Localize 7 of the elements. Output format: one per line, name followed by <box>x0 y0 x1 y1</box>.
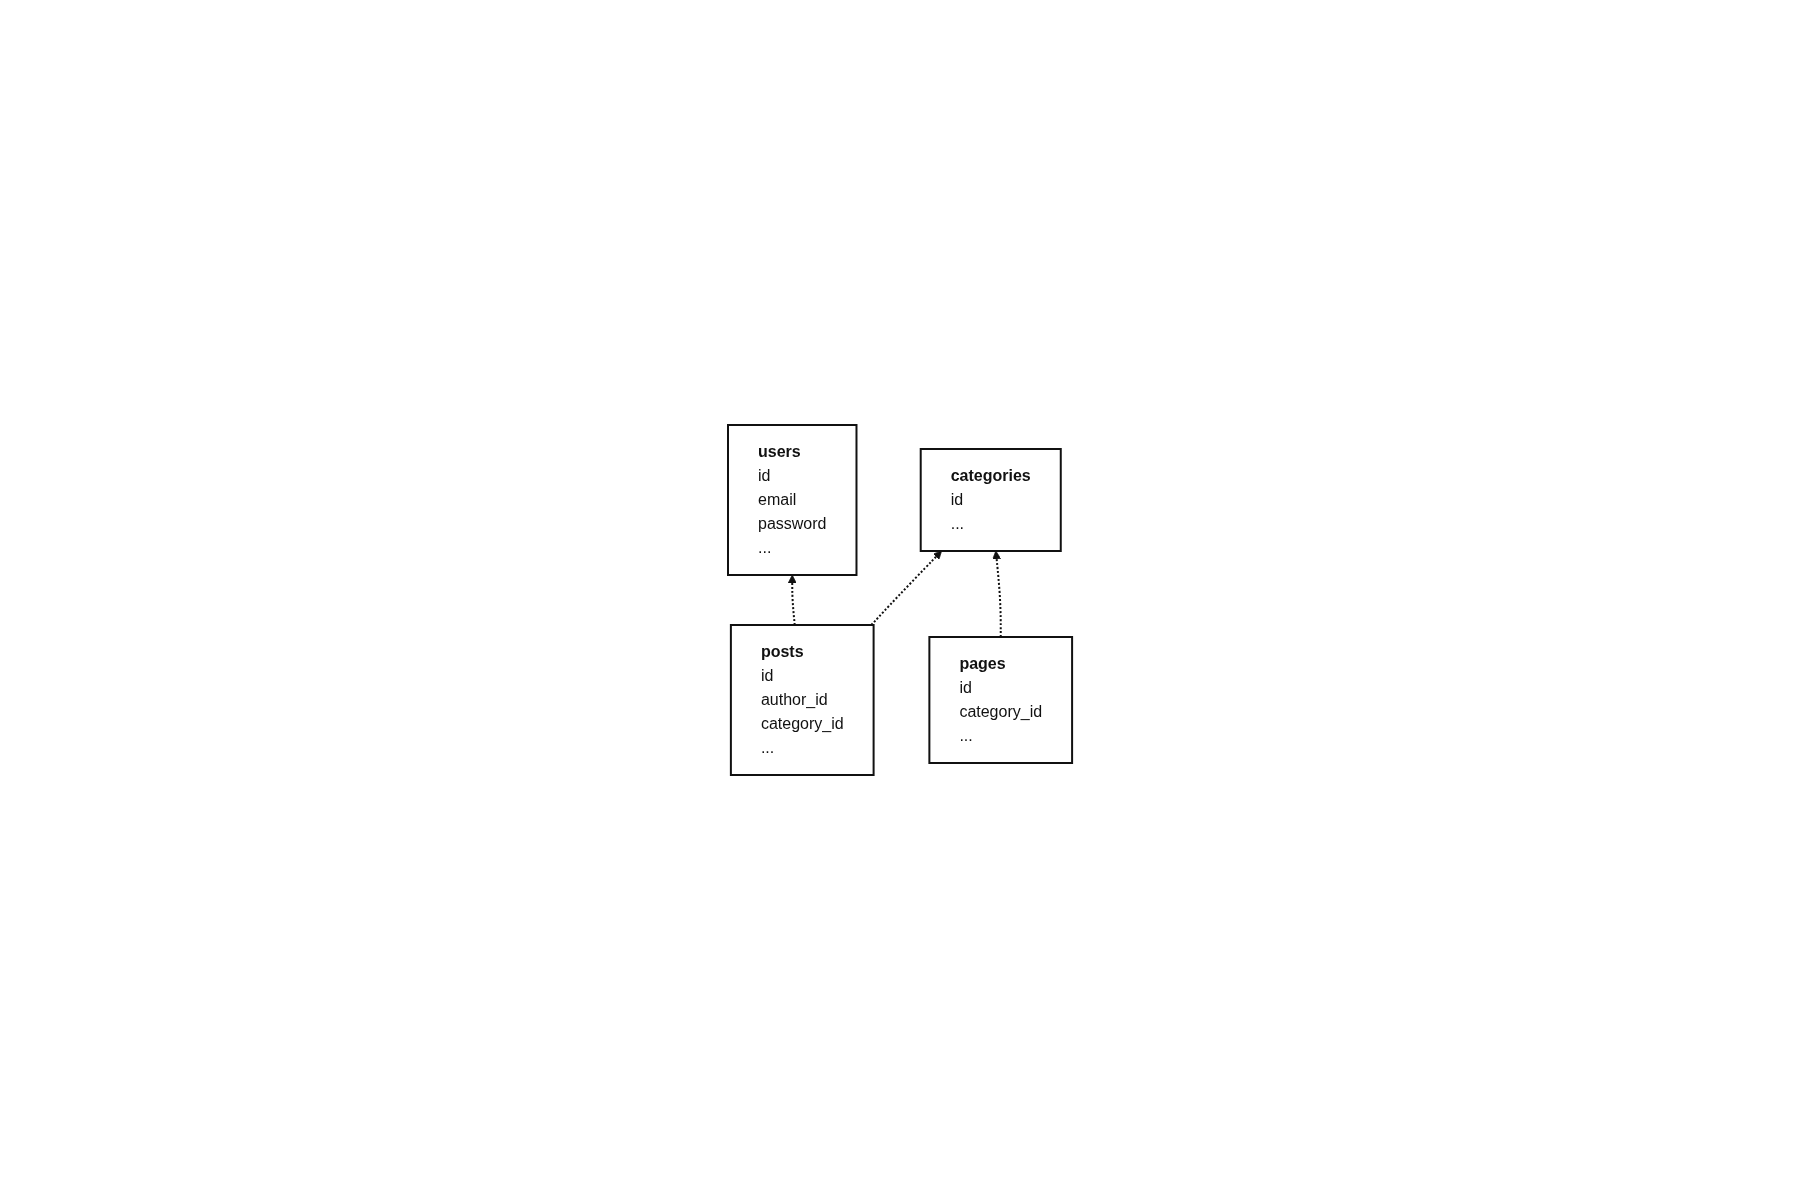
node-box: users id email password ... <box>726 424 858 576</box>
arrow <box>870 550 942 626</box>
node-box: pages id category_id ... <box>928 636 1074 764</box>
arrow <box>787 574 797 626</box>
node-box: posts id author_id category_id ... <box>729 624 875 776</box>
node-box: categories id ... <box>919 448 1062 552</box>
arrow <box>992 550 1002 638</box>
